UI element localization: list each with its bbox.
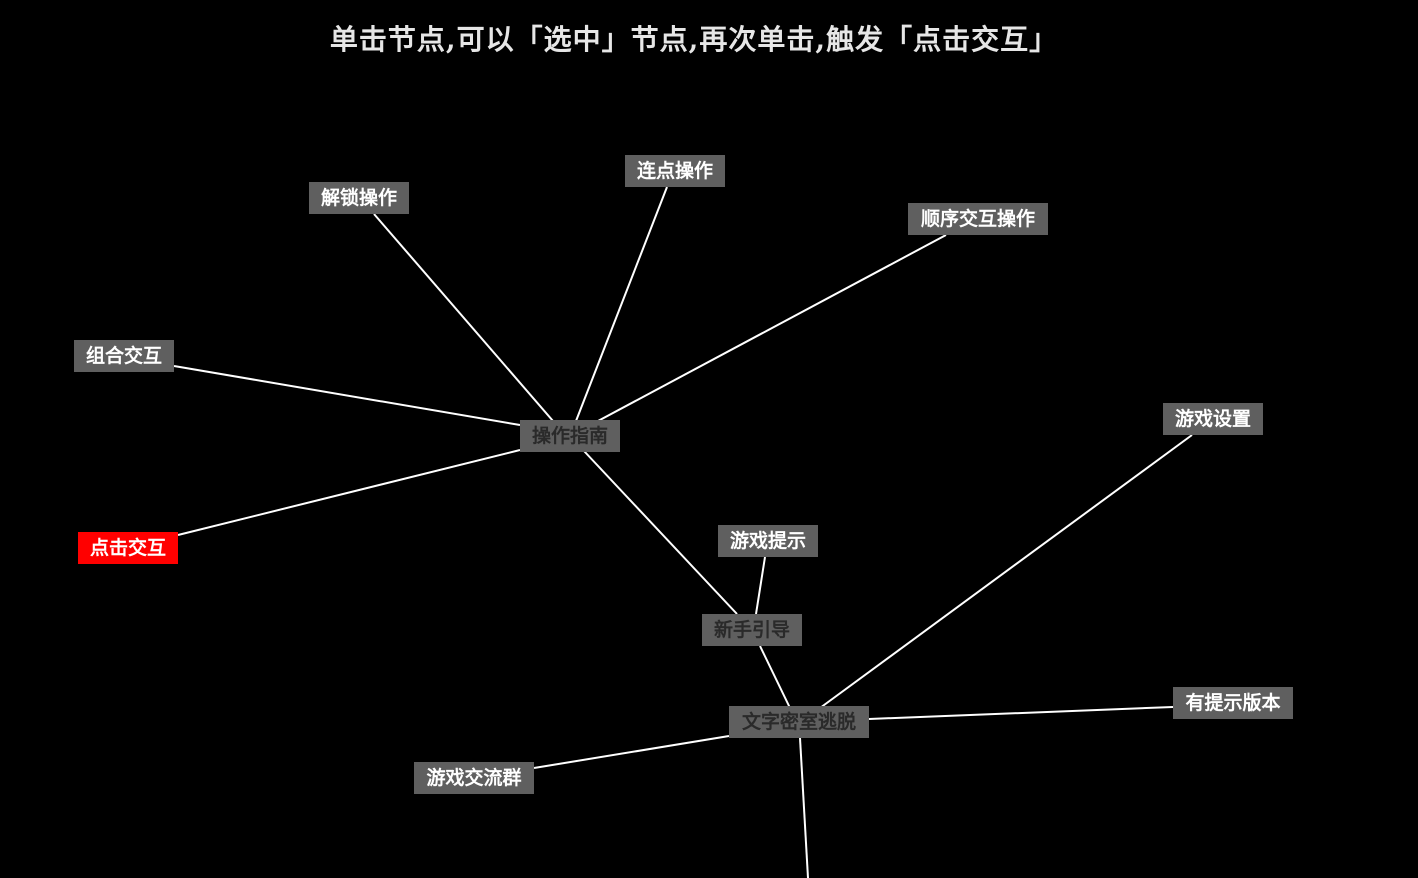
node-combo-interaction[interactable]: 组合交互 xyxy=(74,340,174,372)
node-multi-click-operation[interactable]: 连点操作 xyxy=(625,155,725,187)
node-game-settings[interactable]: 游戏设置 xyxy=(1163,403,1263,435)
edge-guide-multi-click xyxy=(575,186,668,422)
node-root[interactable]: 文字密室逃脱 xyxy=(729,706,869,738)
edge-root-settings xyxy=(819,434,1193,709)
instruction-title: 单击节点,可以「选中」节点,再次单击,触发「点击交互」 xyxy=(329,23,1059,56)
edge-root-hint-version xyxy=(868,706,1174,720)
node-hint-version[interactable]: 有提示版本 xyxy=(1173,687,1293,719)
edge-root-down xyxy=(799,737,809,878)
edge-guide-sequence xyxy=(597,234,947,422)
edge-root-group-chat xyxy=(533,735,730,769)
edge-root-newbie xyxy=(759,645,791,709)
node-group-chat[interactable]: 游戏交流群 xyxy=(414,762,534,794)
node-click-interaction[interactable]: 点击交互 xyxy=(78,532,178,564)
edge-guide-click xyxy=(177,449,521,536)
node-operation-guide[interactable]: 操作指南 xyxy=(520,420,620,452)
node-newbie-guide[interactable]: 新手引导 xyxy=(702,614,802,646)
edge-newbie-hint xyxy=(755,556,766,615)
edge-newbie-guide xyxy=(583,450,738,615)
node-sequence-operation[interactable]: 顺序交互操作 xyxy=(908,203,1048,235)
node-game-hint[interactable]: 游戏提示 xyxy=(718,525,818,557)
node-unlock-operation[interactable]: 解锁操作 xyxy=(309,182,409,214)
edge-guide-unlock xyxy=(373,213,554,422)
edge-guide-combo xyxy=(173,365,521,426)
